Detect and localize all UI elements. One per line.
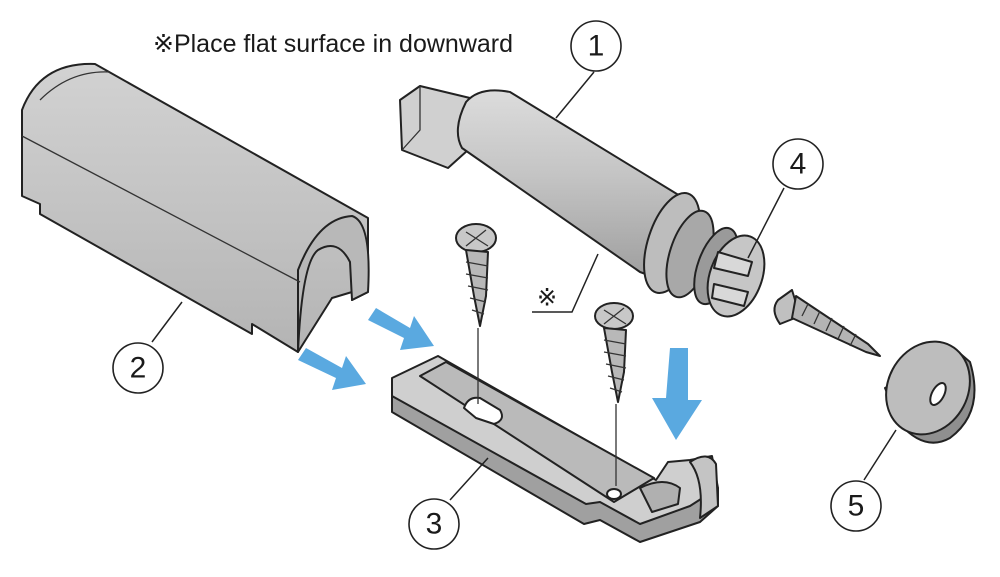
arrow-cover-lower [298, 348, 366, 390]
callout-2-label: 2 [130, 352, 147, 385]
leader-5 [863, 429, 897, 481]
callout-1: 1 [570, 20, 622, 72]
asterisk-mark: ※ [537, 285, 557, 312]
placement-note: ※Place flat surface in downward [153, 30, 513, 58]
assembly-arrows [298, 308, 702, 440]
damper-cylinder-part [399, 85, 766, 318]
leader-3 [449, 457, 489, 501]
arrow-down [652, 348, 702, 440]
pan-screw-right [594, 302, 634, 486]
asterisk-leader [532, 253, 599, 313]
callout-3: 3 [408, 498, 460, 550]
arrow-cover-upper [368, 308, 434, 350]
callout-4-label: 4 [790, 148, 807, 181]
pan-screw-left [455, 223, 497, 404]
callout-2: 2 [112, 342, 164, 394]
callout-1-label: 1 [588, 30, 605, 63]
leader-1 [555, 71, 595, 119]
callout-4: 4 [772, 138, 824, 190]
flat-screw-right [773, 289, 881, 357]
plate-disc-part [884, 340, 976, 444]
leader-4 [747, 187, 785, 259]
callout-5: 5 [830, 480, 882, 532]
leader-2 [151, 301, 183, 343]
callout-3-label: 3 [426, 508, 443, 541]
cover-part [21, 62, 370, 353]
callout-5-label: 5 [848, 490, 865, 523]
